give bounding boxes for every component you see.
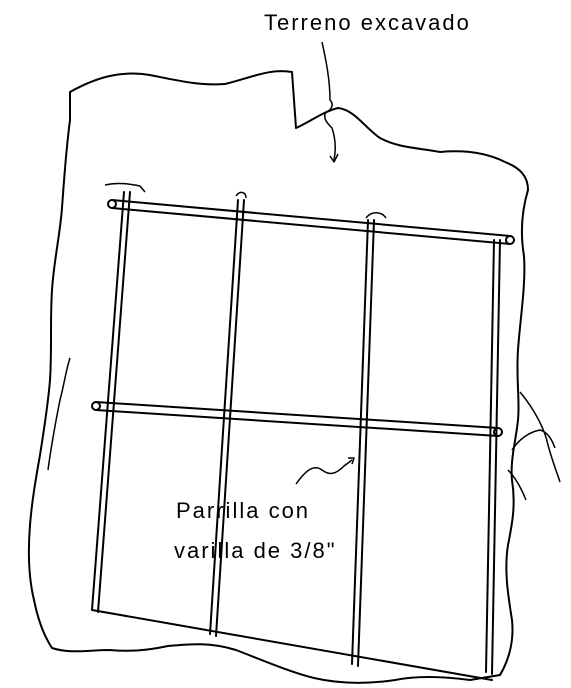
excavated-terrain-outline — [27, 70, 529, 684]
terrain-label: Terreno excavado — [264, 10, 471, 35]
grid-vertical-rod-4 — [485, 239, 501, 675]
terrain-right-fold — [507, 391, 561, 501]
terrain-leader-arrow — [329, 153, 339, 163]
rod-end-top-right — [505, 235, 515, 245]
grid-vertical-rod-3 — [351, 219, 375, 667]
grid-horizontal-rod-top — [111, 199, 511, 245]
pit-inner-edge — [47, 182, 146, 471]
grid-label-line2: varilla de 3/8" — [174, 538, 337, 563]
rod-tie-marks — [235, 191, 387, 219]
grid-label-line1: Parrilla con — [176, 498, 310, 523]
grid-horizontal-rod-bottom — [91, 609, 493, 681]
terrain-leader-line — [321, 41, 337, 161]
rod-end-middle-left — [91, 401, 101, 411]
grid-horizontal-rod-middle — [95, 401, 499, 437]
rod-end-middle-right — [493, 427, 503, 437]
grid-leader-line — [295, 459, 353, 485]
grid-leader-arrow — [348, 457, 355, 465]
rod-end-top-left — [107, 199, 117, 209]
grid-vertical-rod-1 — [91, 191, 131, 613]
